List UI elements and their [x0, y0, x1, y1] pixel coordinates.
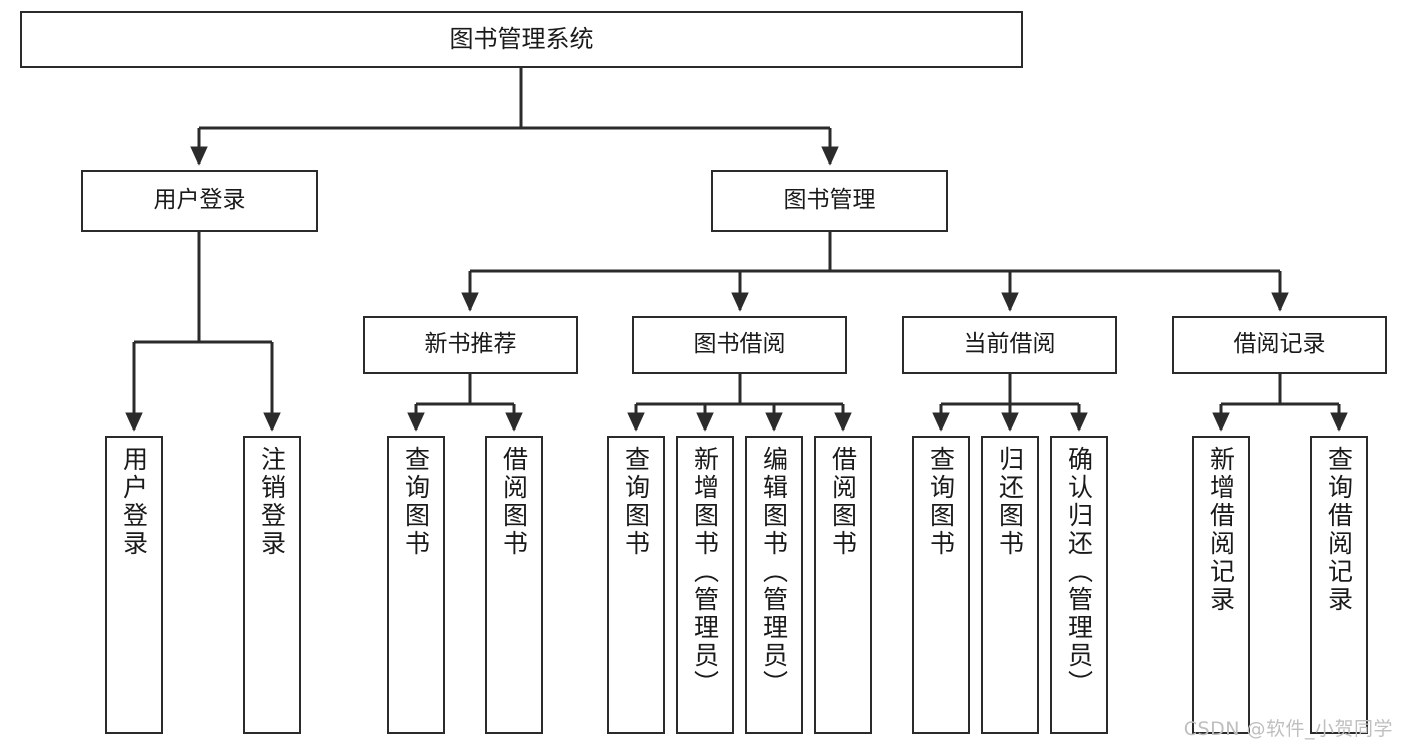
node-label: 新增借阅记录 — [1206, 446, 1236, 614]
node-label: 用户登录 — [153, 187, 246, 214]
node-borrow-records[interactable]: 借阅记录 — [1172, 316, 1387, 374]
leaf-current-borrow-confirm-return-admin[interactable]: 确认归还（管理员） — [1050, 436, 1108, 734]
node-label: 图书借阅 — [693, 331, 786, 358]
node-label: 借阅记录 — [1233, 331, 1326, 358]
node-book-borrow[interactable]: 图书借阅 — [632, 316, 847, 374]
node-current-borrow[interactable]: 当前借阅 — [902, 316, 1117, 374]
node-label: 新书推荐 — [424, 331, 517, 358]
node-label: 确认归还（管理员） — [1064, 446, 1094, 698]
node-label: 注销登录 — [257, 446, 287, 558]
node-label: 用户登录 — [119, 446, 149, 558]
node-user-login[interactable]: 用户登录 — [81, 170, 318, 232]
leaf-borrow-records-query-record[interactable]: 查询借阅记录 — [1310, 436, 1368, 734]
leaf-book-borrow-edit-book-admin[interactable]: 编辑图书（管理员） — [745, 436, 803, 734]
node-label: 借阅图书 — [499, 446, 529, 558]
node-label: 查询图书 — [401, 446, 431, 558]
node-label: 归还图书 — [995, 446, 1025, 558]
node-label: 查询借阅记录 — [1324, 446, 1354, 614]
leaf-new-book-borrow-books[interactable]: 借阅图书 — [485, 436, 543, 734]
watermark: CSDN @软件_小贺同学 — [1183, 718, 1393, 740]
node-label: 新增图书（管理员） — [690, 446, 720, 698]
leaf-book-borrow-add-book-admin[interactable]: 新增图书（管理员） — [676, 436, 734, 734]
leaf-user-login-login[interactable]: 用户登录 — [105, 436, 163, 734]
node-label: 借阅图书 — [828, 446, 858, 558]
leaf-borrow-records-add-record[interactable]: 新增借阅记录 — [1192, 436, 1250, 734]
node-new-book-recommend[interactable]: 新书推荐 — [363, 316, 578, 374]
node-root-book-management-system[interactable]: 图书管理系统 — [20, 11, 1023, 68]
node-label: 图书管理系统 — [449, 25, 594, 54]
leaf-new-book-query-books[interactable]: 查询图书 — [387, 436, 445, 734]
node-label: 编辑图书（管理员） — [759, 446, 789, 698]
leaf-current-borrow-return-books[interactable]: 归还图书 — [981, 436, 1039, 734]
node-label: 当前借阅 — [963, 331, 1056, 358]
node-label: 图书管理 — [783, 187, 876, 214]
leaf-book-borrow-borrow-books[interactable]: 借阅图书 — [814, 436, 872, 734]
leaf-user-login-logout[interactable]: 注销登录 — [243, 436, 301, 734]
leaf-current-borrow-query-books[interactable]: 查询图书 — [912, 436, 970, 734]
node-book-management[interactable]: 图书管理 — [711, 170, 948, 232]
node-label: 查询图书 — [926, 446, 956, 558]
node-label: 查询图书 — [621, 446, 651, 558]
leaf-book-borrow-query-books[interactable]: 查询图书 — [607, 436, 665, 734]
